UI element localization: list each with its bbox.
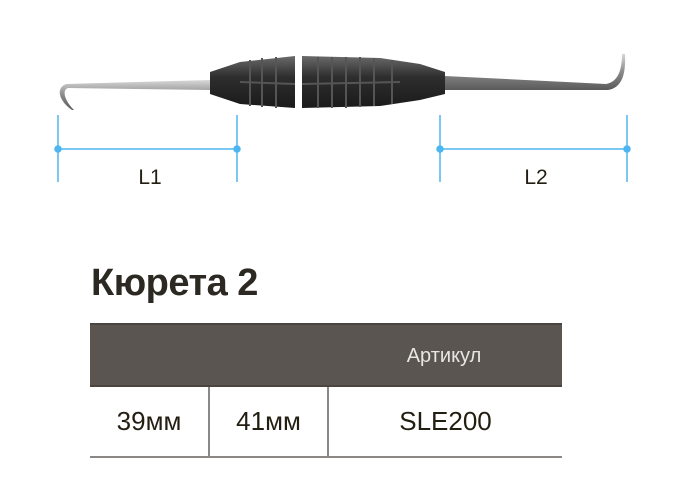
product-title: Кюрета 2 — [91, 262, 258, 304]
l1-value: 39мм — [90, 387, 210, 456]
handle — [210, 56, 445, 108]
article-value: SLE200 — [399, 406, 492, 436]
article-header: Артикул — [406, 345, 482, 367]
table-header: Артикул — [90, 323, 562, 387]
right-working-end — [445, 54, 626, 90]
dimension-l2 — [436, 115, 631, 182]
l1-label: L1 — [138, 166, 162, 189]
spec-table: Артикул 39мм 41мм SLE200 — [90, 323, 562, 458]
l2-value: 41мм — [210, 387, 329, 456]
l2-label: L2 — [524, 166, 548, 189]
dimension-l1 — [54, 115, 241, 182]
curette-instrument-illustration — [54, 54, 631, 182]
left-working-end — [59, 80, 210, 110]
table-row: 39мм 41мм SLE200 — [90, 387, 562, 458]
